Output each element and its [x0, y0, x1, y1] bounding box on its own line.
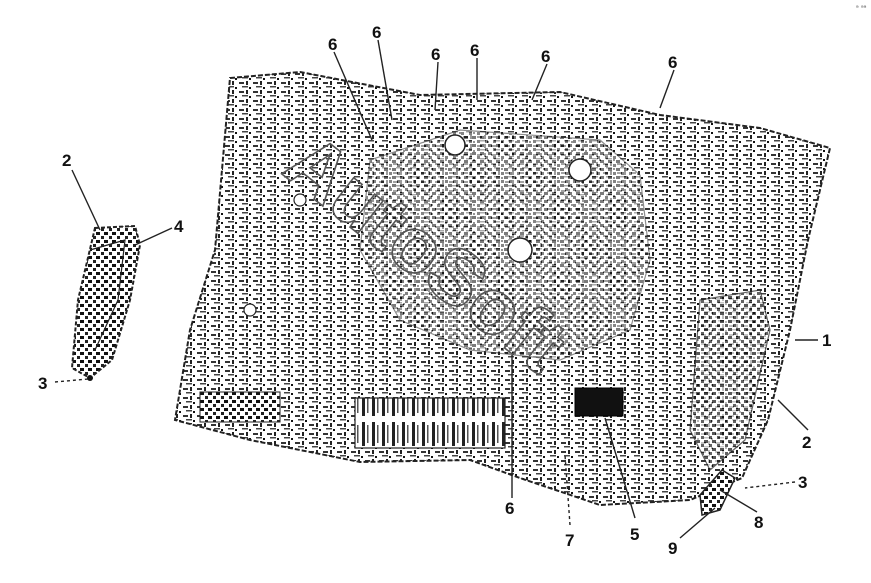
callout-1: 1 — [822, 331, 831, 350]
callout-6: 6 — [328, 35, 337, 54]
callout-6: 6 — [431, 45, 440, 64]
callout-6: 6 — [668, 53, 677, 72]
callout-7: 7 — [565, 531, 574, 550]
callout-3: 3 — [38, 374, 47, 393]
callout-5: 5 — [630, 525, 639, 544]
black-plate — [574, 387, 624, 417]
callout-6: 6 — [505, 499, 514, 518]
callout-9: 9 — [668, 539, 677, 558]
callout-6: 6 — [541, 47, 550, 66]
callout-6: 6 — [470, 41, 479, 60]
callout-6: 6 — [372, 23, 381, 42]
floor-panel — [173, 70, 832, 507]
left-bracket — [70, 224, 142, 381]
corner-mark: ᵃ ᵃᵃ — [856, 4, 867, 12]
callout-4: 4 — [174, 217, 184, 236]
callouts: 6 6 6 6 6 6 2 4 3 1 2 3 8 9 5 7 6 — [38, 23, 831, 558]
callout-8: 8 — [754, 513, 763, 532]
callout-3: 3 — [798, 473, 807, 492]
callout-2: 2 — [62, 151, 71, 170]
leader-lines — [54, 39, 818, 539]
callout-2: 2 — [802, 433, 811, 452]
